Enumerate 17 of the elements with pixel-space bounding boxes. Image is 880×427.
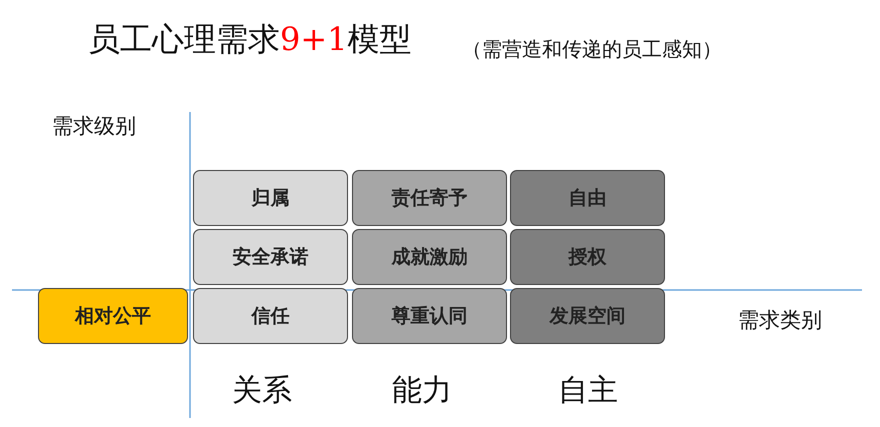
category-box: 信任 xyxy=(193,288,348,344)
column-label: 关系 xyxy=(232,372,292,410)
column-label: 能力 xyxy=(392,372,452,410)
category-box: 归属 xyxy=(193,170,348,226)
column-label: 自主 xyxy=(558,372,618,410)
category-box: 责任寄予 xyxy=(352,170,507,226)
axis-title: 需求级别 xyxy=(52,113,136,140)
category-box: 自由 xyxy=(510,170,665,226)
category-box: 安全承诺 xyxy=(193,229,348,285)
category-box: 尊重认同 xyxy=(352,288,507,344)
category-box: 相对公平 xyxy=(38,288,188,344)
subtitle: （需营造和传递的员工感知） xyxy=(462,36,722,63)
category-box: 成就激励 xyxy=(352,229,507,285)
axis-title: 需求类别 xyxy=(738,307,822,334)
category-box: 发展空间 xyxy=(510,288,665,344)
title: 员工心理需求9+1模型 xyxy=(88,19,412,60)
category-box: 授权 xyxy=(510,229,665,285)
